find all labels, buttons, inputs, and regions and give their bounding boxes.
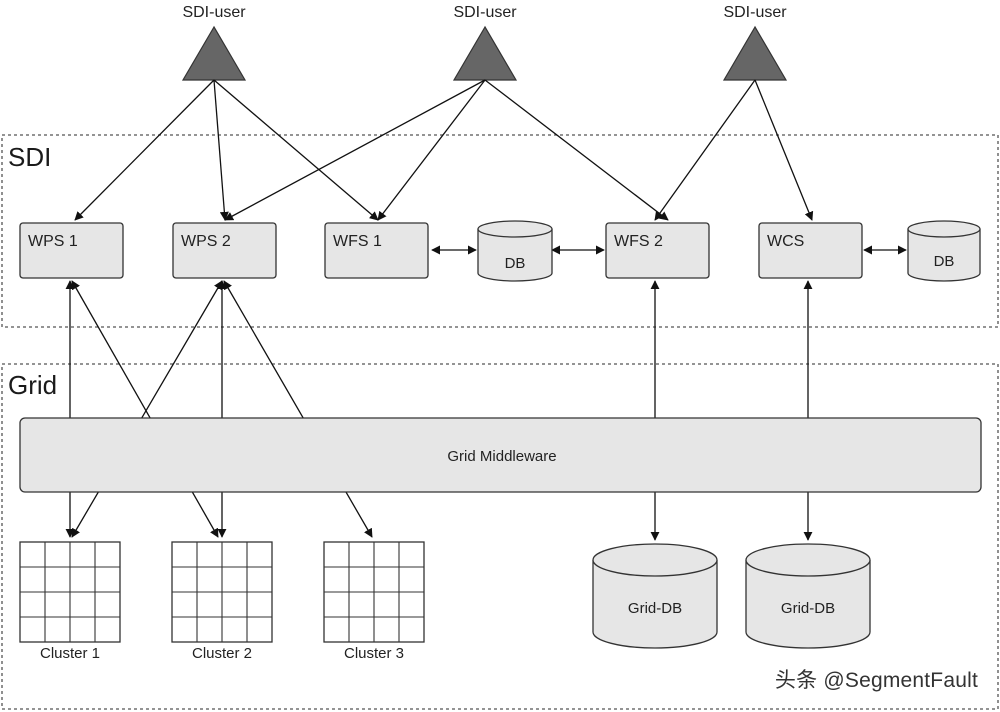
sdi-region xyxy=(1,134,999,328)
sdi-user-1: SDI-user xyxy=(181,4,247,81)
service-wps-2: WPS 2 xyxy=(172,222,277,279)
arrow-wps2-cluster1 xyxy=(71,280,223,538)
arrow-user2-wfs2 xyxy=(484,79,669,221)
cluster-3: Cluster 3 xyxy=(323,541,425,662)
grid-db-1-label: Grid-DB xyxy=(628,600,682,617)
sdi-region-label: SDI xyxy=(8,142,51,172)
arrow-wps2-cluster3 xyxy=(223,280,373,538)
db-cylinder-2-label: DB xyxy=(934,253,955,270)
user-triangle-icon xyxy=(452,25,518,81)
arrow-user2-wps2 xyxy=(224,79,486,221)
connectors xyxy=(65,79,907,541)
service-wps-1-label: WPS 1 xyxy=(28,233,78,250)
service-wps-2-label: WPS 2 xyxy=(181,233,231,250)
sdi-user-2-label: SDI-user xyxy=(453,4,517,21)
service-wfs-1-label: WFS 1 xyxy=(333,233,382,250)
grid-middleware: Grid Middleware xyxy=(19,417,982,493)
sdi-user-3: SDI-user xyxy=(722,4,788,81)
db-cylinder-1-label: DB xyxy=(505,255,526,272)
service-wcs-label: WCS xyxy=(767,233,804,250)
sdi-user-1-label: SDI-user xyxy=(182,4,246,21)
service-wcs: WCS xyxy=(758,222,863,279)
db-cylinder-2: DB xyxy=(907,220,981,282)
service-wfs-1: WFS 1 xyxy=(324,222,429,279)
cluster-2: Cluster 2 xyxy=(171,541,273,662)
arrow-user3-wfs2 xyxy=(654,79,756,221)
cluster-1: Cluster 1 xyxy=(19,541,121,662)
arrow-user2-wfs1 xyxy=(377,79,486,221)
grid-region-label: Grid xyxy=(8,370,57,400)
service-wps-1: WPS 1 xyxy=(19,222,124,279)
user-triangle-icon xyxy=(181,25,247,81)
user-triangle-icon xyxy=(722,25,788,81)
sdi-user-2: SDI-user xyxy=(452,4,518,81)
arrow-user1-wfs1 xyxy=(213,79,379,221)
grid-middleware-label: Grid Middleware xyxy=(447,448,556,465)
cluster-2-label: Cluster 2 xyxy=(192,645,252,662)
grid-db-1: Grid-DB xyxy=(592,543,718,649)
arrow-user1-wps2 xyxy=(213,79,229,221)
grid-db-2-label: Grid-DB xyxy=(781,600,835,617)
service-wfs-2-label: WFS 2 xyxy=(614,233,663,250)
arrow-user1-wps1 xyxy=(74,79,215,221)
grid-region xyxy=(1,363,999,710)
service-wfs-2: WFS 2 xyxy=(605,222,710,279)
grid-db-2: Grid-DB xyxy=(745,543,871,649)
cluster-1-label: Cluster 1 xyxy=(40,645,100,662)
sdi-user-3-label: SDI-user xyxy=(723,4,787,21)
arrow-user3-wcs xyxy=(754,79,814,221)
cluster-3-label: Cluster 3 xyxy=(344,645,404,662)
watermark: 头条 @SegmentFault xyxy=(774,669,978,692)
db-cylinder-1: DB xyxy=(477,220,553,282)
